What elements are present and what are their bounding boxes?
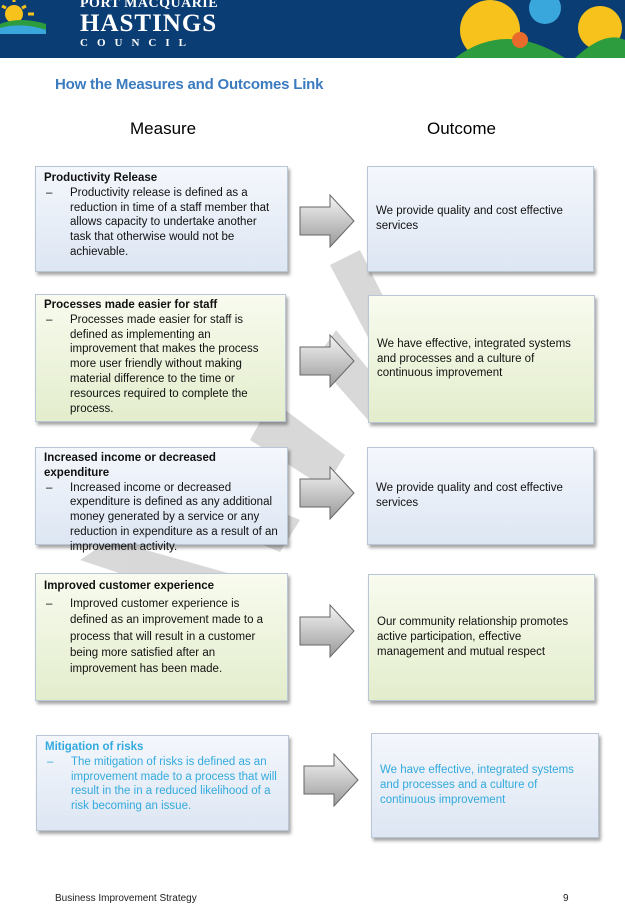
measure-definition-text: Productivity release is defined as a red…: [70, 186, 270, 258]
measure-title: Mitigation of risks: [45, 741, 144, 753]
measure-box-mitigation-risks: Mitigation of risks – The mitigation of …: [36, 735, 289, 831]
measure-box-productivity-release: Productivity Release – Productivity rele…: [35, 166, 288, 272]
logo-line-hastings: HASTINGS: [80, 10, 218, 37]
measure-definition: – Increased income or decreased expendit…: [44, 481, 279, 555]
dash-bullet: –: [47, 755, 54, 768]
right-arrow-icon: [303, 752, 359, 808]
dash-bullet: –: [46, 481, 53, 494]
measure-definition-text: Improved customer experience is defined …: [70, 598, 264, 676]
outcome-box-community-relationship: Our community relationship promotes acti…: [368, 574, 595, 701]
measure-box-customer-experience: Improved customer experience – Improved …: [35, 573, 288, 701]
outcome-box-integrated-systems: We have effective, integrated systems an…: [371, 733, 599, 838]
outcome-text: We provide quality and cost effective se…: [376, 205, 563, 232]
footer-page-number: 9: [563, 893, 569, 904]
outcome-text: We provide quality and cost effective se…: [376, 482, 563, 509]
dash-bullet: –: [46, 598, 53, 611]
footer-document-title: Business Improvement Strategy: [55, 893, 197, 904]
measure-definition-text: The mitigation of risks is defined as an…: [71, 755, 277, 813]
outcome-column-heading: Outcome: [427, 119, 496, 138]
measure-definition: – Improved customer experience is define…: [44, 596, 279, 677]
measure-column-heading: Measure: [130, 119, 197, 138]
outcome-text: We have effective, integrated systems an…: [380, 764, 574, 806]
outcome-box-quality-services: We provide quality and cost effective se…: [367, 447, 594, 545]
measure-definition: – Processes made easier for staff is def…: [44, 313, 277, 417]
outcome-box-quality-services: We provide quality and cost effective se…: [367, 166, 594, 272]
logo-line-port-macquarie: PORT MACQUARIE: [80, 0, 219, 11]
outcome-box-integrated-systems: We have effective, integrated systems an…: [368, 295, 595, 423]
measure-title: Improved customer experience: [44, 580, 215, 592]
measure-title: Increased income or decreased expenditur…: [44, 452, 216, 479]
section-title: How the Measures and Outcomes Link: [55, 76, 324, 93]
right-arrow-icon: [299, 333, 355, 389]
header-decoration: [395, 0, 625, 58]
header-banner: PORT MACQUARIE HASTINGS COUNCIL: [0, 0, 625, 58]
measure-definition: – Productivity release is defined as a r…: [44, 186, 279, 260]
right-arrow-icon: [299, 465, 355, 521]
right-arrow-icon: [299, 193, 355, 249]
council-logo-text: PORT MACQUARIE HASTINGS COUNCIL: [80, 0, 218, 50]
logo-line-council: COUNCIL: [80, 37, 195, 49]
right-arrow-icon: [299, 603, 355, 659]
measure-box-income-expenditure: Increased income or decreased expenditur…: [35, 447, 288, 553]
measure-definition: – The mitigation of risks is defined as …: [45, 755, 280, 814]
measure-definition-text: Increased income or decreased expenditur…: [70, 481, 278, 553]
measure-title: Productivity Release: [44, 172, 158, 184]
dash-bullet: –: [46, 313, 53, 326]
measure-definition-text: Processes made easier for staff is defin…: [70, 313, 259, 415]
measure-title: Processes made easier for staff: [44, 299, 218, 311]
outcome-text: Our community relationship promotes acti…: [377, 616, 569, 658]
outcome-text: We have effective, integrated systems an…: [377, 337, 571, 380]
dash-bullet: –: [46, 186, 53, 199]
council-logo-icon: [0, 0, 46, 34]
measure-box-processes-easier: Processes made easier for staff – Proces…: [35, 294, 286, 422]
